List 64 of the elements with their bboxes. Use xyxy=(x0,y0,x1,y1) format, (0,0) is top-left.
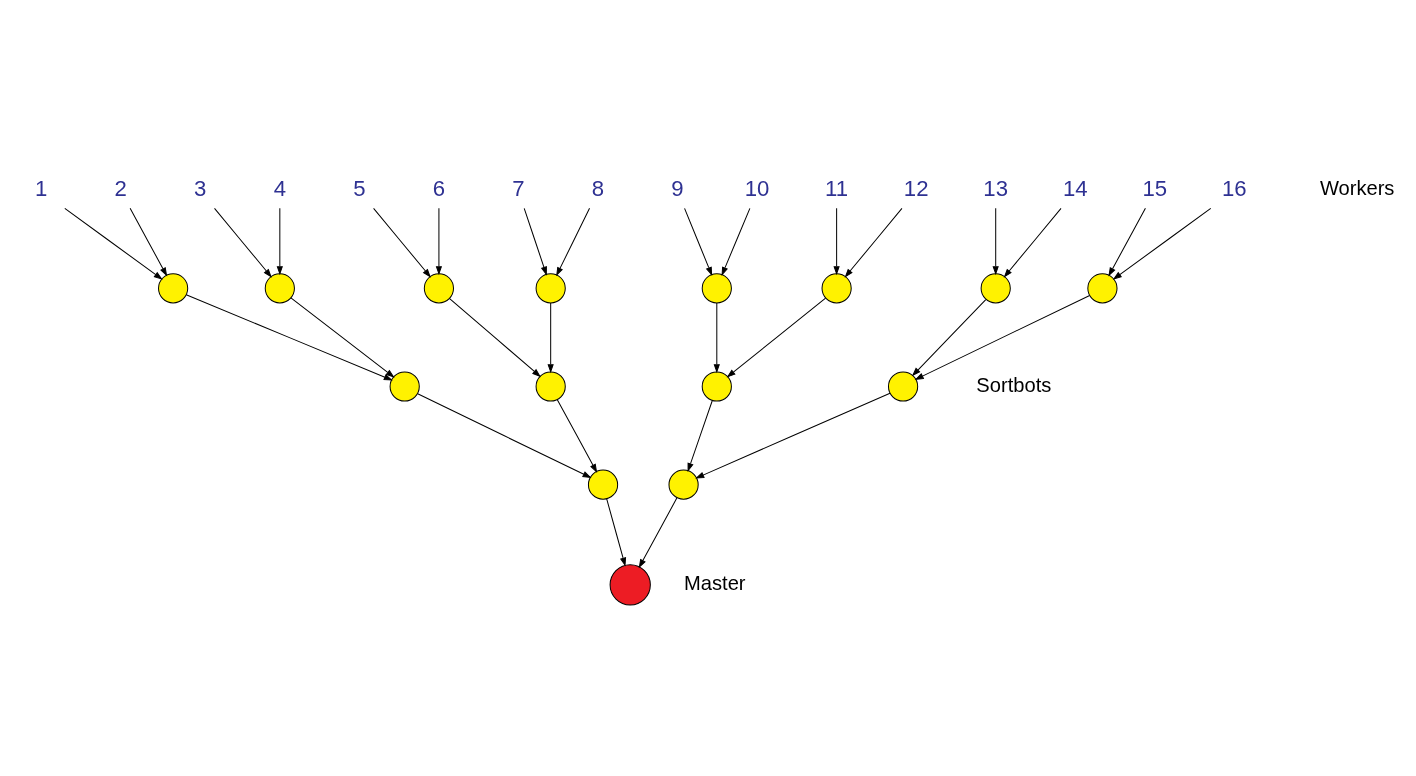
node-text: 12 xyxy=(903,175,928,201)
node-circle xyxy=(667,469,699,500)
arrow xyxy=(129,207,167,276)
node-circle xyxy=(535,370,566,402)
node-circle xyxy=(423,272,454,303)
node-text: 10 xyxy=(744,175,769,201)
arrow xyxy=(372,207,431,278)
arrow xyxy=(1003,207,1062,278)
arrow xyxy=(713,302,720,373)
arrow xyxy=(63,207,163,280)
node-text: 8 xyxy=(591,175,604,201)
node-circle xyxy=(701,272,732,303)
node-circle xyxy=(157,272,188,303)
arrow xyxy=(416,392,592,478)
label: Sortbots xyxy=(975,373,1051,396)
node-circle xyxy=(980,272,1011,303)
arrow xyxy=(992,207,999,275)
node-text: 16 xyxy=(1221,175,1247,201)
arrow xyxy=(726,297,826,378)
arrow xyxy=(547,302,554,373)
arrow xyxy=(721,207,750,276)
node-text: 11 xyxy=(824,175,848,201)
arrow xyxy=(1107,207,1146,276)
arrow xyxy=(844,207,902,278)
arrow xyxy=(683,207,712,276)
label: Workers xyxy=(1319,176,1394,199)
node-text: 4 xyxy=(273,175,286,201)
arrow xyxy=(276,207,283,275)
node-circle xyxy=(264,272,295,303)
node-label: Master xyxy=(683,571,746,594)
node-text: 15 xyxy=(1141,175,1167,201)
node-circle xyxy=(887,370,918,402)
arrow xyxy=(448,297,541,377)
arrow xyxy=(832,207,840,275)
node-circle xyxy=(389,370,420,402)
node-circle xyxy=(587,469,618,500)
arrow xyxy=(213,207,272,278)
node-text: 1 xyxy=(34,175,47,201)
node-text: 2 xyxy=(114,175,127,201)
arrow xyxy=(556,398,597,473)
node-text: 3 xyxy=(193,175,206,201)
node-circle xyxy=(701,370,732,402)
arrow xyxy=(289,296,395,378)
arrow xyxy=(914,294,1090,380)
node-text: 6 xyxy=(432,175,445,201)
node-circle xyxy=(609,563,651,605)
node-text: 5 xyxy=(352,175,366,201)
node-circle xyxy=(535,272,566,303)
arrow xyxy=(638,497,677,568)
arrow xyxy=(1112,207,1211,280)
arrow xyxy=(523,207,547,276)
arrow xyxy=(555,207,590,276)
arrow xyxy=(911,298,986,376)
arrow xyxy=(687,399,713,472)
node-text: 13 xyxy=(982,175,1008,201)
node-circle xyxy=(1086,272,1118,303)
node-circle xyxy=(821,272,852,303)
arrow xyxy=(435,207,442,275)
node-text: 14 xyxy=(1062,175,1088,201)
node-text: 9 xyxy=(670,175,684,201)
arrow xyxy=(185,293,393,381)
node-text: 7 xyxy=(511,175,525,201)
arrow xyxy=(694,392,890,479)
arrow xyxy=(605,497,626,567)
